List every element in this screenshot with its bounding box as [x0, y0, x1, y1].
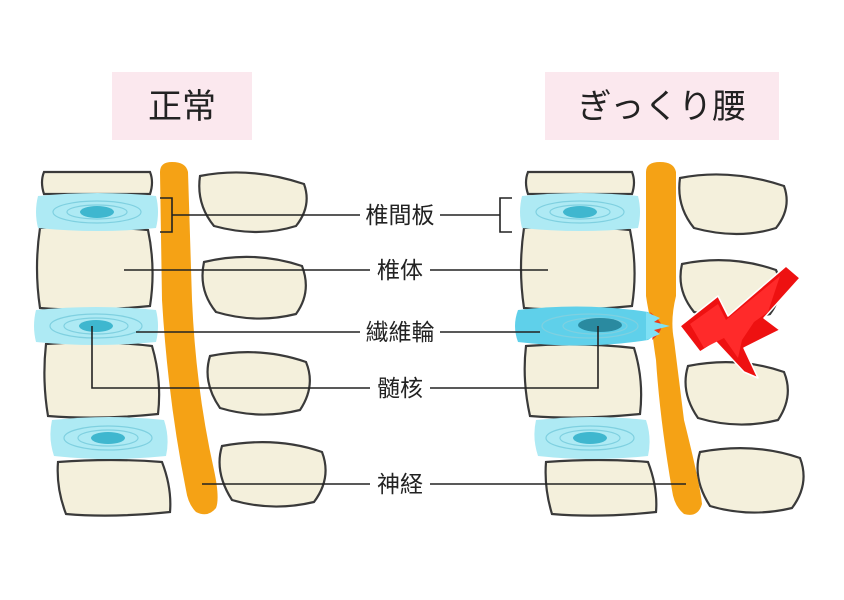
label-intervertebral-disc: 椎間板	[366, 203, 435, 229]
spine-normal	[34, 162, 327, 517]
intervertebral-disc	[50, 417, 168, 459]
lightning-pain-icon	[679, 265, 801, 379]
label-nerve: 神経	[377, 472, 423, 498]
vertebral-body	[56, 458, 172, 517]
vertebral-body	[523, 343, 643, 419]
spinous-process	[206, 351, 311, 416]
spinous-process	[678, 173, 788, 236]
label-annulus-fibrosus: 繊維輪	[366, 320, 435, 346]
title-injured-text: ぎっくり腰	[578, 87, 747, 127]
label-nucleus-pulposus: 髄核	[377, 376, 423, 402]
nerve	[646, 162, 702, 515]
intervertebral-disc	[520, 193, 640, 231]
leader-nucleus-left	[91, 326, 370, 389]
label-vertebral-body: 椎体	[377, 258, 423, 284]
intervertebral-disc	[534, 417, 650, 459]
title-normal: 正常	[112, 72, 252, 140]
vertebral-body	[40, 170, 154, 196]
vertebral-body	[524, 170, 636, 196]
intervertebral-disc	[34, 307, 158, 345]
vertebral-body	[35, 225, 154, 311]
nerve	[160, 162, 218, 515]
herniation-burst-icon	[646, 312, 670, 340]
title-normal-text: 正常	[148, 87, 216, 127]
spinous-process	[696, 447, 805, 514]
leader-nucleus-right	[430, 326, 599, 389]
title-injured: ぎっくり腰	[545, 72, 779, 140]
intervertebral-disc	[36, 193, 158, 231]
leader-disc-right	[440, 197, 512, 233]
spinous-process	[198, 171, 308, 234]
spinous-process	[218, 441, 327, 508]
vertebral-body	[519, 225, 636, 311]
vertebral-body	[544, 458, 658, 517]
intervertebral-disc-herniated	[515, 306, 668, 346]
leader-disc-left	[160, 197, 360, 233]
vertebral-body	[43, 341, 161, 419]
spinous-process	[201, 255, 307, 320]
